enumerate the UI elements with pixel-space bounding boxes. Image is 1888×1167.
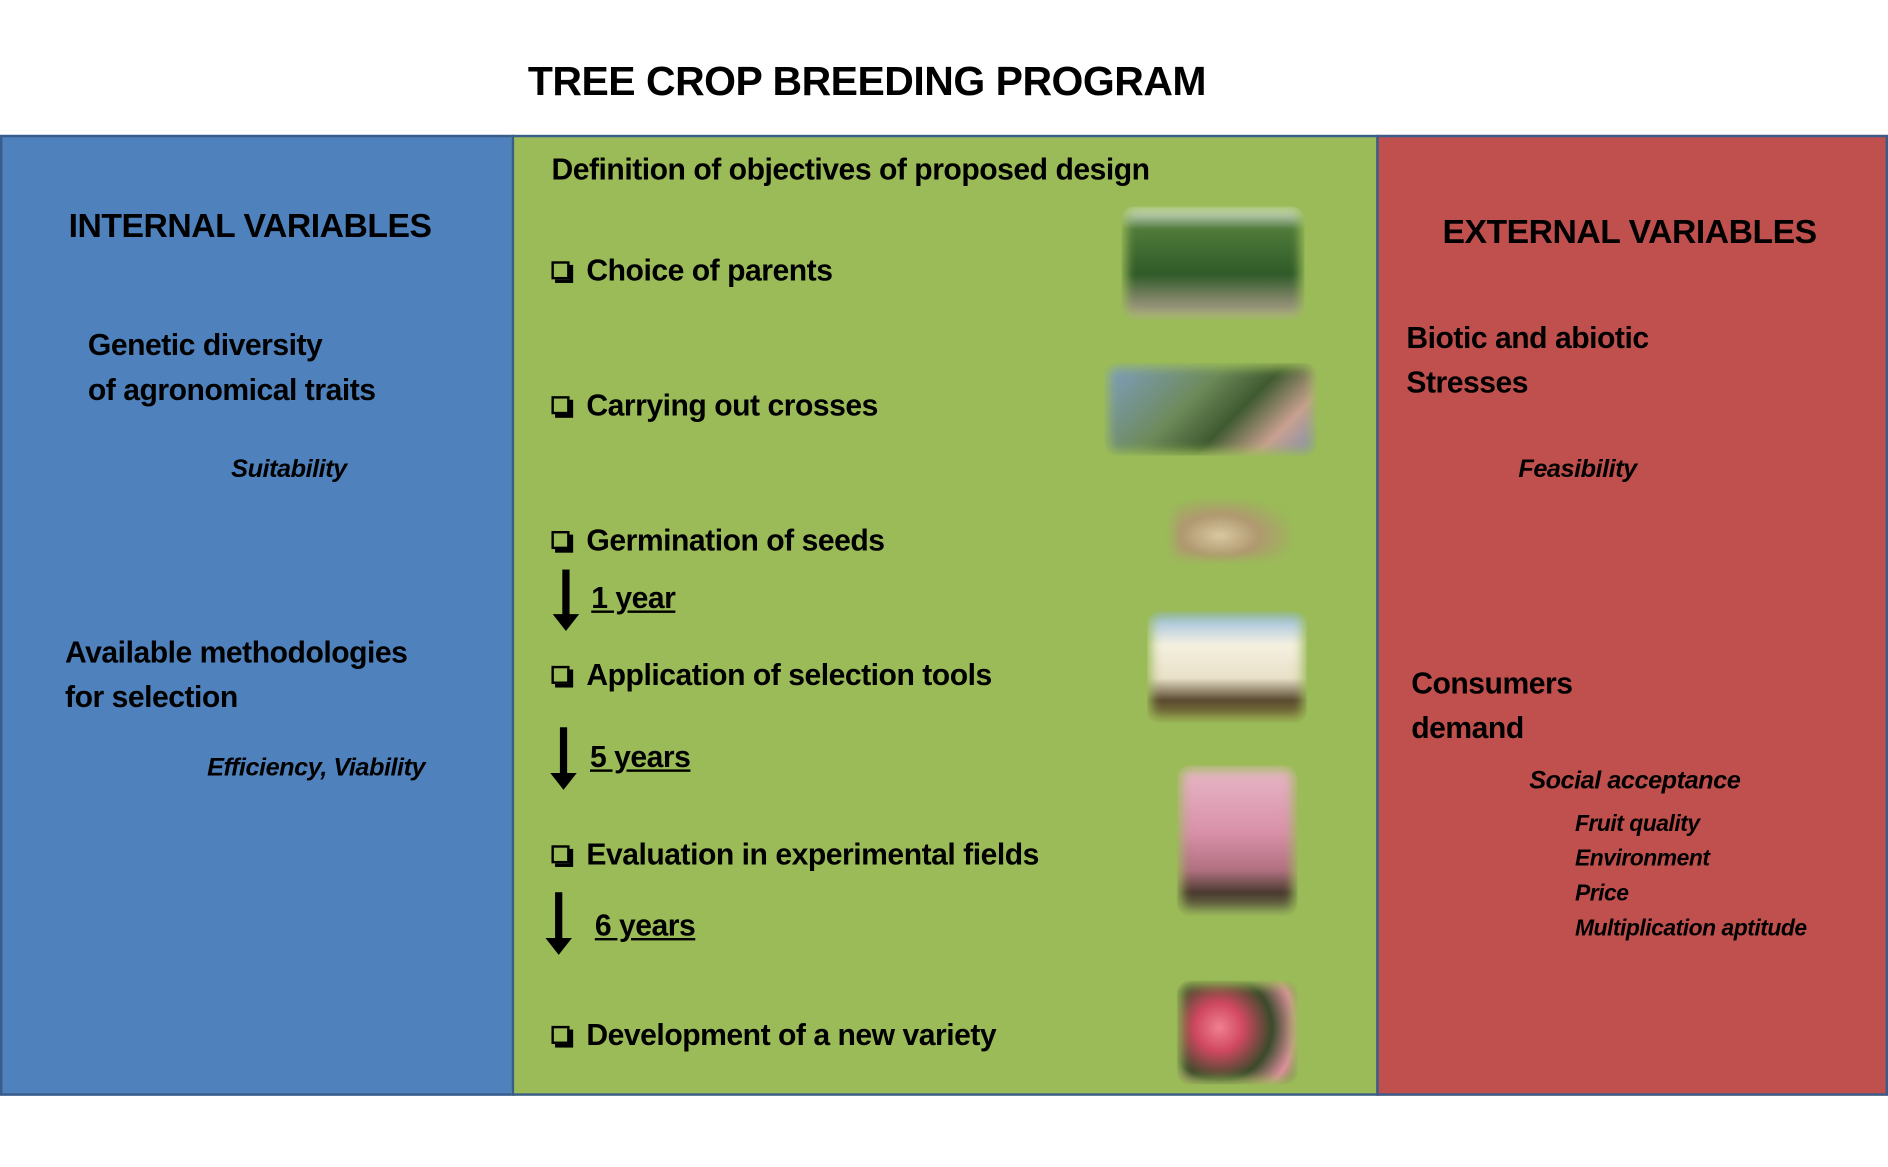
step-label: Germination of seeds: [586, 523, 885, 558]
step-label: Choice of parents: [586, 254, 833, 288]
duration-6-years: 6 years: [594, 909, 696, 943]
step-label: Evaluation in experimental fields: [586, 838, 1039, 872]
feasibility-label: Feasibility: [1518, 455, 1637, 483]
crossing-photo: [1105, 363, 1317, 456]
step-evaluation: Evaluation in experimental fields: [551, 837, 1039, 873]
external-heading: EXTERNAL VARIABLES: [1442, 213, 1818, 251]
pink-blossom-tree-photo: [1177, 765, 1297, 916]
blossoming-orchard-photo: [1147, 611, 1307, 723]
process-heading: Definition of objectives of proposed des…: [551, 152, 1150, 187]
checkbox-bullet-icon: [551, 261, 570, 280]
consumers-line1: Consumers: [1411, 667, 1573, 701]
diagram-title: TREE CROP BREEDING PROGRAM: [527, 59, 1207, 105]
fruit-photo: [1177, 981, 1297, 1084]
checkbox-bullet-icon: [551, 845, 570, 864]
stresses-line1: Biotic and abiotic: [1406, 321, 1649, 356]
internal-heading: INTERNAL VARIABLES: [68, 207, 432, 245]
suitability-label: Suitability: [231, 455, 347, 483]
down-arrow-icon: [550, 727, 577, 790]
duration-5-years: 5 years: [590, 740, 691, 775]
checkbox-bullet-icon: [551, 1025, 570, 1044]
checkbox-bullet-icon: [551, 396, 570, 415]
almond-tree-photo: [1122, 207, 1305, 320]
almond-seeds-photo: [1167, 493, 1299, 564]
checkbox-bullet-icon: [551, 531, 570, 550]
methodologies-line2: for selection: [65, 680, 238, 715]
down-arrow-icon: [552, 569, 580, 631]
stresses-line2: Stresses: [1406, 366, 1529, 400]
step-selection-tools: Application of selection tools: [551, 657, 992, 693]
step-new-variety: Development of a new variety: [551, 1017, 997, 1053]
methodologies-line1: Available methodologies: [65, 635, 408, 670]
step-choice-of-parents: Choice of parents: [551, 253, 833, 289]
social-acceptance-label: Social acceptance: [1529, 767, 1741, 795]
genetic-diversity-line2: of agronomical traits: [87, 373, 376, 407]
genetic-diversity-line1: Genetic diversity: [87, 328, 323, 363]
step-label: Carrying out crosses: [586, 388, 878, 423]
external-variables-panel: [1376, 134, 1888, 1096]
step-label: Development of a new variety: [586, 1018, 997, 1053]
consumers-line2: demand: [1411, 711, 1524, 746]
internal-variables-panel: [0, 134, 515, 1096]
duration-1-year: 1 year: [591, 581, 676, 616]
factor-price: Price: [1574, 881, 1629, 907]
factor-multiplication-aptitude: Multiplication aptitude: [1574, 916, 1807, 942]
step-germination: Germination of seeds: [551, 523, 885, 559]
factor-environment: Environment: [1574, 846, 1710, 872]
factor-fruit-quality: Fruit quality: [1574, 811, 1700, 837]
efficiency-label: Efficiency, Viability: [207, 753, 426, 782]
step-carrying-out-crosses: Carrying out crosses: [551, 388, 878, 424]
step-label: Application of selection tools: [586, 658, 992, 693]
down-arrow-icon: [545, 892, 572, 955]
checkbox-bullet-icon: [551, 665, 570, 684]
